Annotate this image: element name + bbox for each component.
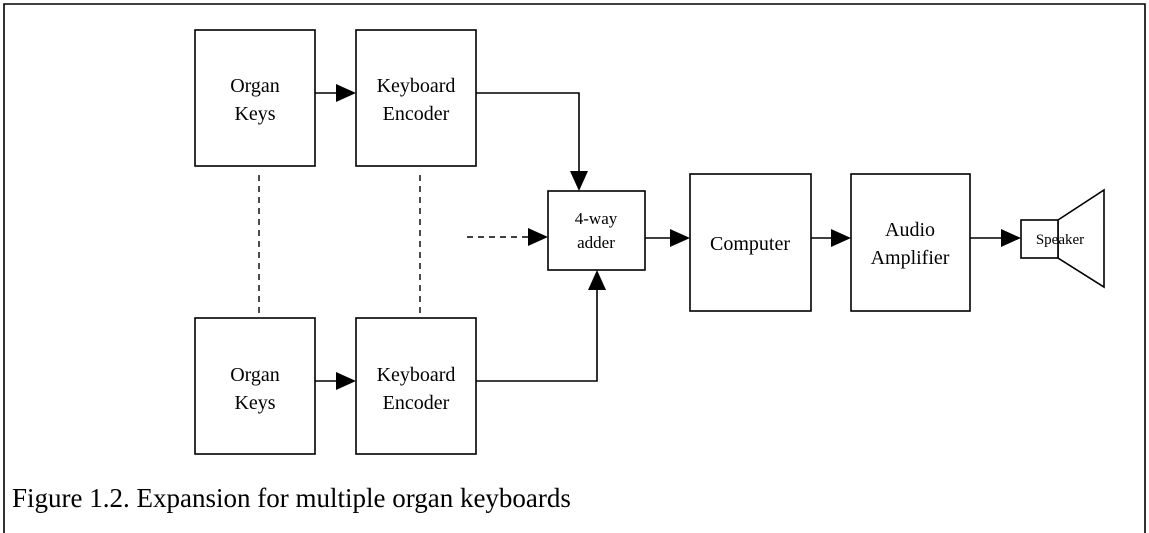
- arrow-keys-to-encoder-top: [315, 84, 356, 102]
- audio-amplifier-block: Audio Amplifier: [850, 173, 971, 312]
- arrow-amplifier-to-speaker: [970, 229, 1021, 247]
- figure-caption: Figure 1.2. Expansion for multiple organ…: [12, 483, 571, 513]
- arrow-adder-to-computer: [645, 229, 690, 247]
- organ-keys-bottom-label-1: Organ: [230, 364, 280, 386]
- adder-label-1: 4-way: [575, 209, 618, 228]
- four-way-adder-block: 4-way adder: [547, 190, 646, 271]
- keyboard-encoder-top-block: Keyboard Encoder: [355, 29, 477, 167]
- encoder-top-label-2: Encoder: [383, 103, 450, 125]
- adder-label-2: adder: [577, 233, 615, 252]
- arrow-computer-to-amplifier: [811, 229, 851, 247]
- organ-keys-bottom-label-2: Keys: [234, 392, 275, 414]
- arrow-encoder-top-to-adder: [476, 92, 588, 191]
- figure-frame: [3, 3, 1146, 533]
- amplifier-label-2: Amplifier: [871, 247, 950, 269]
- arrow-encoder-bottom-to-adder: [476, 270, 606, 382]
- speaker-symbol: Speaker: [1020, 188, 1105, 289]
- speaker-label: Speaker: [1036, 232, 1084, 248]
- organ-keys-bottom-block: Organ Keys: [194, 317, 316, 455]
- encoder-top-label-1: Keyboard: [377, 75, 456, 97]
- organ-keys-top-label-2: Keys: [234, 103, 275, 125]
- keyboard-encoder-bottom-block: Keyboard Encoder: [355, 317, 477, 455]
- organ-keys-top-block: Organ Keys: [194, 29, 316, 167]
- computer-block: Computer: [689, 173, 812, 312]
- arrow-dashed-input-to-adder: [467, 228, 548, 246]
- encoder-bottom-label-2: Encoder: [383, 392, 450, 414]
- organ-keys-top-label-1: Organ: [230, 75, 280, 97]
- arrow-keys-to-encoder-bottom: [315, 372, 356, 390]
- encoder-bottom-label-1: Keyboard: [377, 364, 456, 386]
- amplifier-label-1: Audio: [885, 219, 935, 241]
- computer-label: Computer: [710, 233, 790, 255]
